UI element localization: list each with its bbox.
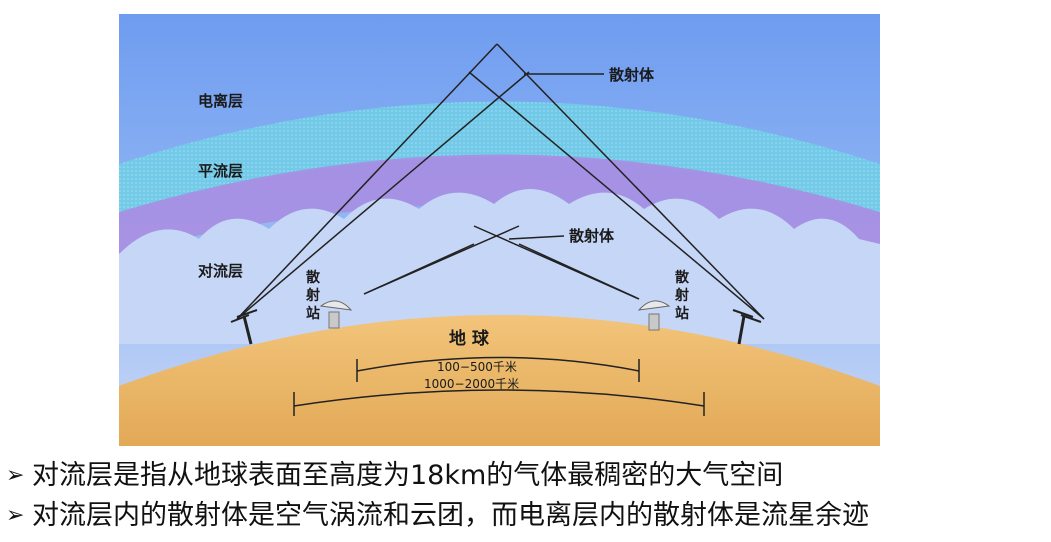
left-station-label: 散射站 <box>305 269 321 322</box>
stratosphere-band <box>119 101 880 214</box>
earth-surface <box>119 315 880 446</box>
scatter-communication-diagram: 电离层 平流层 对流层 散射体 散射体 地 球 100−500千米 1000−2… <box>119 14 880 446</box>
right-station-label: 散射站 <box>674 269 690 322</box>
troposphere-band <box>119 154 880 254</box>
bullet-item: ➢ 对流层内的散射体是空气涡流和云团，而电离层内的散射体是流星余迹 <box>6 496 1046 536</box>
ionosphere-label: 电离层 <box>198 92 243 110</box>
right-upper-path-a <box>496 43 765 320</box>
troposphere-label: 对流层 <box>198 262 243 280</box>
bullet-item: ➢ 对流层是指从地球表面至高度为18km的气体最稠密的大气空间 <box>6 456 1046 496</box>
lower-scatterer-leader <box>508 235 565 240</box>
bullet-list: ➢ 对流层是指从地球表面至高度为18km的气体最稠密的大气空间 ➢ 对流层内的散射体… <box>6 456 1046 536</box>
long-distance-label: 1000−2000千米 <box>424 377 519 391</box>
short-distance-arc <box>356 356 640 372</box>
distance-arrows <box>293 356 705 416</box>
right-antenna <box>732 309 762 345</box>
left-upper-path-a <box>236 43 498 320</box>
earth-label: 地 球 <box>449 328 490 349</box>
upper-scatterer-label: 散射体 <box>609 66 655 84</box>
short-distance-label: 100−500千米 <box>437 360 517 374</box>
scatter-paths <box>236 43 765 320</box>
left-antenna <box>230 309 258 345</box>
stratosphere-label: 平流层 <box>198 162 243 180</box>
long-distance-arc <box>293 389 705 407</box>
clouds <box>119 189 880 344</box>
left-dish-station <box>319 300 353 329</box>
bullet-text: 对流层内的散射体是空气涡流和云团，而电离层内的散射体是流星余迹 <box>32 500 869 531</box>
left-lower-path-b <box>363 243 475 295</box>
left-upper-path-b <box>236 71 530 320</box>
bullet-text: 对流层是指从地球表面至高度为18km的气体最稠密的大气空间 <box>32 460 784 491</box>
lower-scatterer-label: 散射体 <box>569 227 615 245</box>
right-dish-station <box>637 300 671 331</box>
bullet-arrow-icon: ➢ <box>6 463 25 488</box>
right-lower-path-b <box>518 243 640 300</box>
right-upper-path-b <box>468 71 765 320</box>
bullet-arrow-icon: ➢ <box>6 503 25 528</box>
